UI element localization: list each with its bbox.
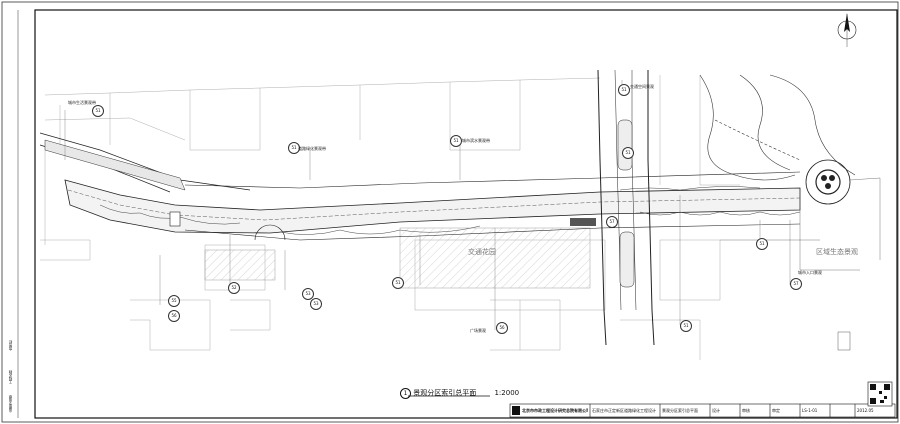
index-tag: 57 bbox=[606, 216, 618, 228]
toll-building bbox=[169, 211, 181, 227]
green-belts bbox=[99, 186, 801, 235]
east-river bbox=[699, 74, 856, 181]
index-tag: 56 bbox=[168, 310, 180, 322]
zone-label: 城市入口景观 bbox=[798, 270, 822, 275]
qr-code-icon bbox=[867, 381, 893, 407]
interchange-arc bbox=[254, 224, 286, 241]
check-label: 审核 bbox=[742, 408, 750, 413]
project-name: 石家庄市正定新区道路绿化工程设计 bbox=[592, 408, 656, 413]
zone-label: 交通空间景观 bbox=[630, 84, 654, 89]
company-logo bbox=[512, 406, 520, 415]
main-road bbox=[39, 132, 801, 241]
index-tag: 51 bbox=[756, 238, 768, 250]
index-tag: 53 bbox=[302, 288, 314, 300]
title-number: 1 bbox=[400, 388, 411, 399]
nw-strip bbox=[44, 139, 186, 191]
road-structure bbox=[570, 218, 596, 226]
company-name: 北京市市政工程设计研究总院有限公司 bbox=[522, 408, 588, 413]
hatched-zone-west bbox=[204, 249, 276, 281]
index-tag: 51 bbox=[450, 135, 462, 147]
index-tag: 57 bbox=[790, 278, 802, 290]
east-parcels bbox=[720, 177, 881, 271]
index-tag: 51 bbox=[622, 147, 634, 159]
title-block-frame bbox=[509, 403, 896, 418]
index-tag: 56 bbox=[496, 322, 508, 334]
title-text: 景观分区索引总平面 bbox=[413, 389, 477, 397]
green-area-label: 区域生态景观 bbox=[816, 248, 858, 256]
index-tag: 51 bbox=[288, 142, 300, 154]
index-tag: 51 bbox=[392, 277, 404, 289]
drawing-date: 2012.05 bbox=[857, 408, 874, 413]
index-tag: 52 bbox=[228, 282, 240, 294]
leader-lines bbox=[64, 80, 791, 330]
index-tag: 53 bbox=[310, 298, 322, 310]
north-arrow-icon bbox=[837, 13, 857, 47]
roundabout-icon bbox=[805, 159, 851, 205]
sheet-title: 景观分区索引总平面 bbox=[662, 408, 698, 413]
zone-label: 城市滨水景观带 bbox=[462, 138, 490, 143]
side-strip-text: 工程名称 bbox=[8, 370, 12, 384]
inner-border bbox=[34, 9, 898, 419]
index-tag: 51 bbox=[680, 320, 692, 332]
index-tag: 55 bbox=[168, 295, 180, 307]
approve-label: 审定 bbox=[772, 408, 780, 413]
parcel-lines bbox=[40, 75, 851, 360]
green-area-label: 交通花园 bbox=[468, 248, 496, 256]
zone-label: 道路绿化景观带 bbox=[298, 146, 326, 151]
drawing-number: LS-1-01 bbox=[802, 408, 818, 413]
side-strip-text: 会签栏 bbox=[8, 340, 12, 351]
index-tag: 51 bbox=[618, 84, 630, 96]
title-scale: 1:2000 bbox=[494, 389, 520, 397]
zone-label: 城市生活景观带 bbox=[68, 100, 96, 105]
drawing-title: 1 景观分区索引总平面 1:2000 bbox=[400, 388, 519, 399]
zone-label: 广场景观 bbox=[470, 328, 486, 333]
index-tag: 51 bbox=[92, 105, 104, 117]
side-strip-text: 出图专用章 bbox=[8, 395, 12, 413]
design-label: 设计 bbox=[712, 408, 720, 413]
